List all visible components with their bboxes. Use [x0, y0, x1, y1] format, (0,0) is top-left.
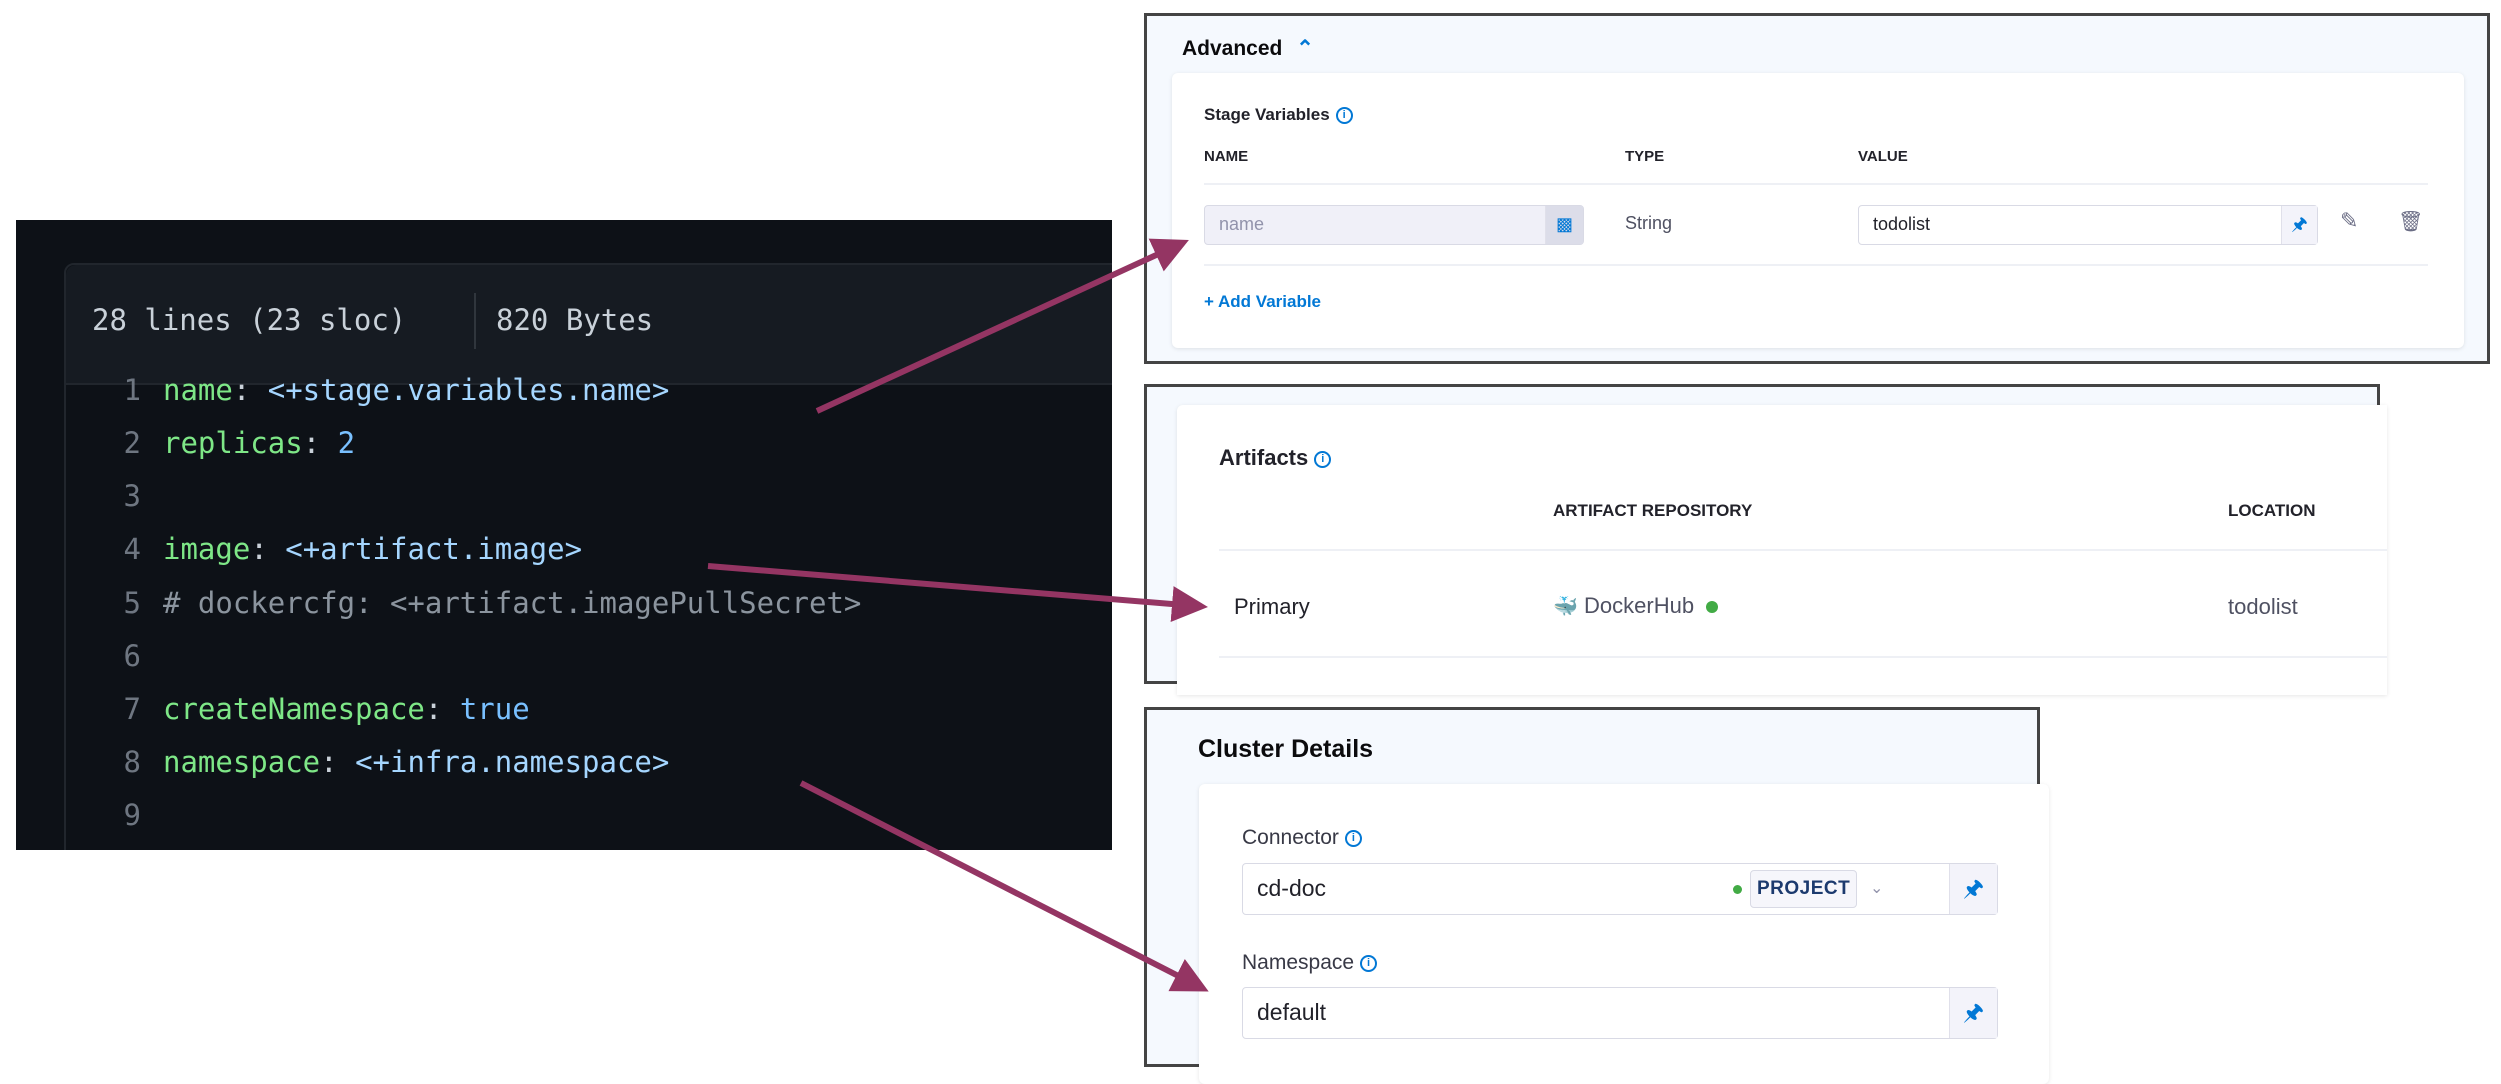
line-number: 6 — [123, 639, 141, 673]
col-location: LOCATION — [2228, 501, 2316, 520]
trash-icon[interactable]: 🗑 — [2398, 211, 2424, 233]
line-number: 5 — [123, 586, 141, 620]
pin-icon[interactable]: 🖈 — [1949, 864, 1997, 914]
pin-icon[interactable]: 🖈 — [2281, 206, 2317, 244]
artifacts-title: Artifacts — [1219, 445, 1309, 470]
info-icon[interactable]: i — [1335, 107, 1353, 125]
artifact-type: Primary — [1234, 594, 1310, 619]
scope-badge: PROJECT — [1750, 870, 1858, 908]
code-line: name: <+stage.variables.name> — [163, 373, 670, 407]
arrow-image-to-artifact — [707, 563, 1208, 622]
code-line: namespace: <+infra.namespace> — [163, 745, 670, 779]
info-icon[interactable]: i — [1314, 450, 1332, 468]
code-line: createNamespace: true — [163, 692, 530, 726]
connector-value: cd-doc — [1257, 875, 1327, 901]
variable-type: String — [1625, 213, 1673, 233]
pencil-icon[interactable]: ✎ — [2340, 208, 2359, 233]
artifact-location: todolist — [2228, 594, 2298, 619]
code-value: <+stage.variables.name> — [267, 373, 670, 407]
code-line: image: <+artifact.image> — [163, 532, 583, 566]
code-value: <+infra.namespace> — [355, 745, 670, 779]
repository-name: DockerHub — [1584, 593, 1695, 618]
section-title: Stage Variables — [1204, 105, 1330, 124]
code-viewer: 28 lines (23 sloc) 820 Bytes 1 name: <+st… — [16, 220, 1112, 850]
code-comment: # dockercfg: <+artifact.imagePullSecret> — [163, 586, 862, 620]
pin-icon[interactable]: 🖈 — [1949, 988, 1997, 1038]
variable-value-input[interactable]: todolist 🖈 — [1858, 205, 2318, 245]
name-placeholder: name — [1219, 214, 1265, 234]
connector-label: Connector — [1242, 826, 1339, 849]
col-artifact-repository: ARTIFACT REPOSITORY — [1553, 501, 1753, 520]
variable-name-input[interactable]: name ▩ — [1204, 205, 1584, 245]
file-size: 820 Bytes — [496, 303, 654, 337]
code-value: true — [459, 692, 530, 726]
code-value: 2 — [337, 426, 356, 460]
info-icon[interactable]: i — [1344, 829, 1362, 847]
cluster-details-panel: Cluster Details Connector i cd-doc PROJEC… — [1144, 707, 2049, 1084]
cluster-card: Connector i cd-doc PROJECT ⌄ 🖈 Namespace i… — [1199, 784, 2049, 1084]
copy-icon[interactable]: ▩ — [1545, 206, 1583, 244]
line-number: 1 — [123, 373, 141, 407]
code-key: image — [163, 532, 251, 566]
artifact-repository[interactable]: 🐳 DockerHub — [1553, 593, 1719, 619]
col-type: TYPE — [1625, 148, 1665, 165]
code-value: <+artifact.image> — [285, 532, 583, 566]
arrow-name-to-stage-variable — [815, 238, 1189, 414]
cluster-title: Cluster Details — [1198, 735, 1374, 763]
namespace-input[interactable]: default 🖈 — [1242, 987, 1998, 1039]
arrow-namespace-to-cluster — [799, 780, 1209, 992]
code-key: replicas — [163, 426, 303, 460]
docker-icon: 🐳 — [1553, 596, 1578, 618]
code-line: # dockercfg: <+artifact.imagePullSecret> — [163, 586, 861, 620]
namespace-value: default — [1257, 999, 1327, 1025]
add-variable-link[interactable]: + Add Variable — [1204, 292, 1321, 311]
line-number: 3 — [123, 479, 141, 513]
namespace-label: Namespace — [1242, 951, 1355, 974]
line-count: 28 lines (23 sloc) — [92, 303, 407, 337]
line-number: 2 — [123, 426, 141, 460]
line-number: 9 — [123, 798, 141, 832]
code-key: createNamespace — [163, 692, 425, 726]
advanced-panel: Advanced ⌃ Stage Variables i NAME TYPE VA… — [1144, 13, 2490, 364]
line-number: 4 — [123, 532, 141, 566]
status-dot — [1706, 601, 1719, 614]
value-text: todolist — [1873, 214, 1931, 234]
advanced-title: Advanced — [1182, 37, 1283, 60]
status-dot — [1733, 885, 1742, 894]
chevron-up-icon: ⌃ — [1296, 37, 1314, 60]
col-name: NAME — [1204, 148, 1249, 165]
connector-select[interactable]: cd-doc PROJECT ⌄ 🖈 — [1242, 863, 1998, 915]
advanced-toggle[interactable]: Advanced ⌃ — [1182, 36, 1314, 61]
line-number: 7 — [123, 692, 141, 726]
code-key: namespace — [163, 745, 321, 779]
col-value: VALUE — [1858, 148, 1908, 165]
line-number: 8 — [123, 745, 141, 779]
code-line: replicas: 2 — [163, 426, 356, 460]
code-key: name — [163, 373, 233, 407]
info-icon[interactable]: i — [1360, 954, 1378, 972]
chevron-down-icon[interactable]: ⌄ — [1870, 880, 1884, 897]
file-header: 28 lines (23 sloc) 820 Bytes — [66, 265, 1112, 385]
